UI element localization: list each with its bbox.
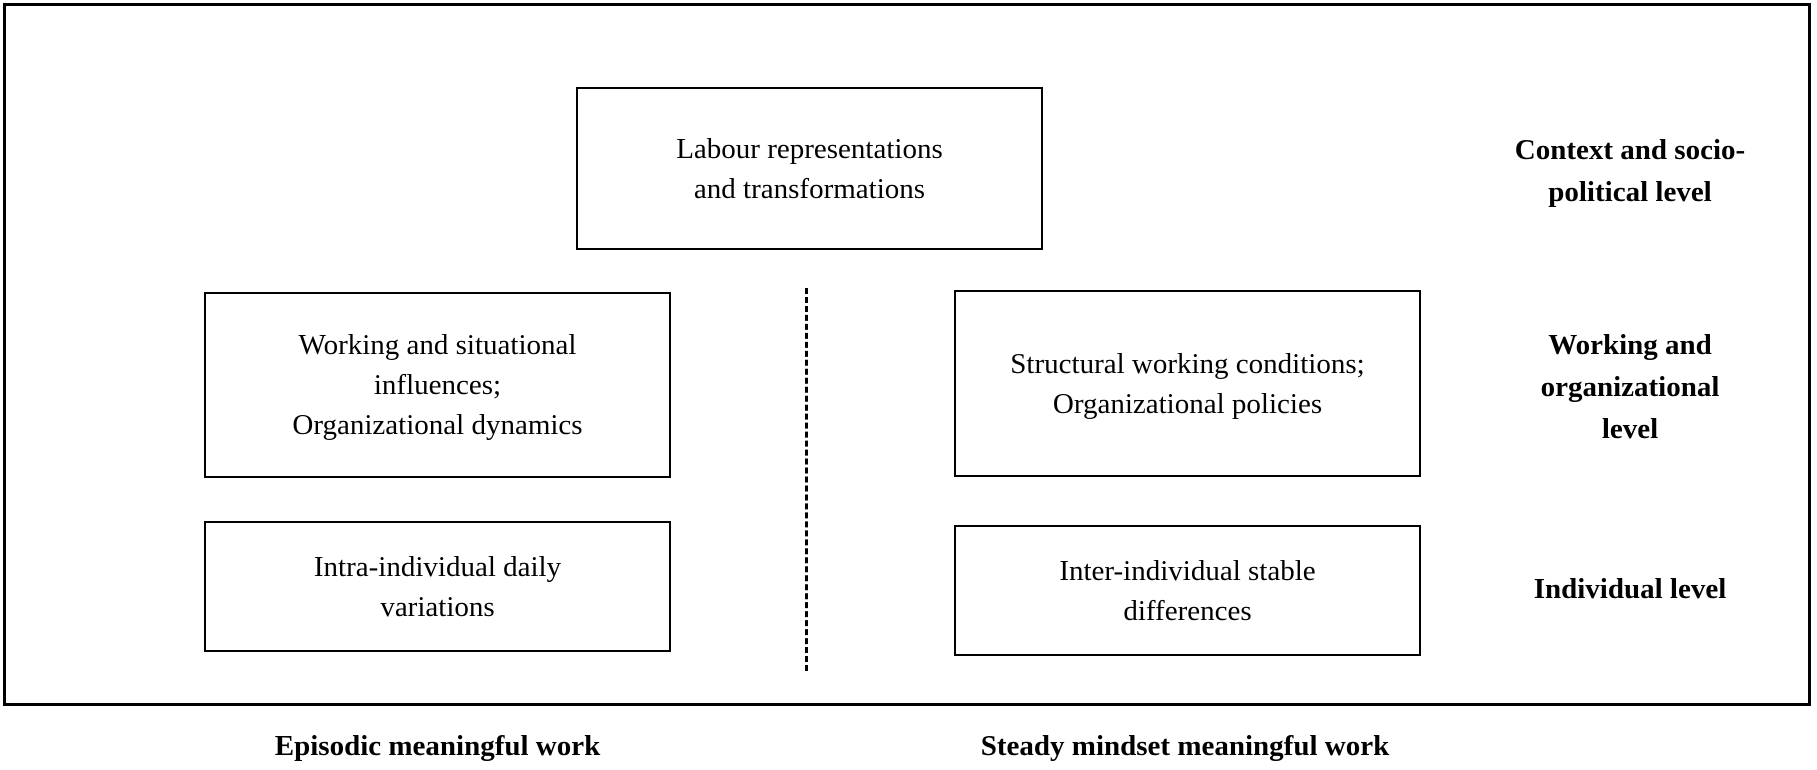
individual-level-label: Individual level — [1533, 573, 1727, 605]
working-situational-box: Working and situational influences; Orga… — [204, 292, 671, 478]
intra-individual-box: Intra-individual daily variations — [204, 521, 671, 652]
structural-conditions-box: Structural working conditions; Organizat… — [954, 290, 1421, 477]
working-level-label: Working and organizational level — [1540, 329, 1720, 445]
context-level-label: Context and socio- political level — [1514, 134, 1746, 208]
episodic-column-label: Episodic meaningful work — [274, 730, 601, 762]
labour-representations-text: Labour representations and transformatio… — [676, 132, 943, 205]
inter-individual-text: Inter-individual stable differences — [1059, 554, 1316, 627]
structural-conditions-text: Structural working conditions; Organizat… — [1010, 347, 1365, 420]
working-situational-text: Working and situational influences; Orga… — [292, 329, 583, 441]
dashed-divider — [805, 288, 808, 671]
inter-individual-box: Inter-individual stable differences — [954, 525, 1421, 656]
intra-individual-text: Intra-individual daily variations — [313, 550, 562, 623]
labour-representations-box: Labour representations and transformatio… — [576, 87, 1043, 250]
diagram-frame — [3, 3, 1811, 706]
steady-column-label: Steady mindset meaningful work — [980, 730, 1390, 762]
